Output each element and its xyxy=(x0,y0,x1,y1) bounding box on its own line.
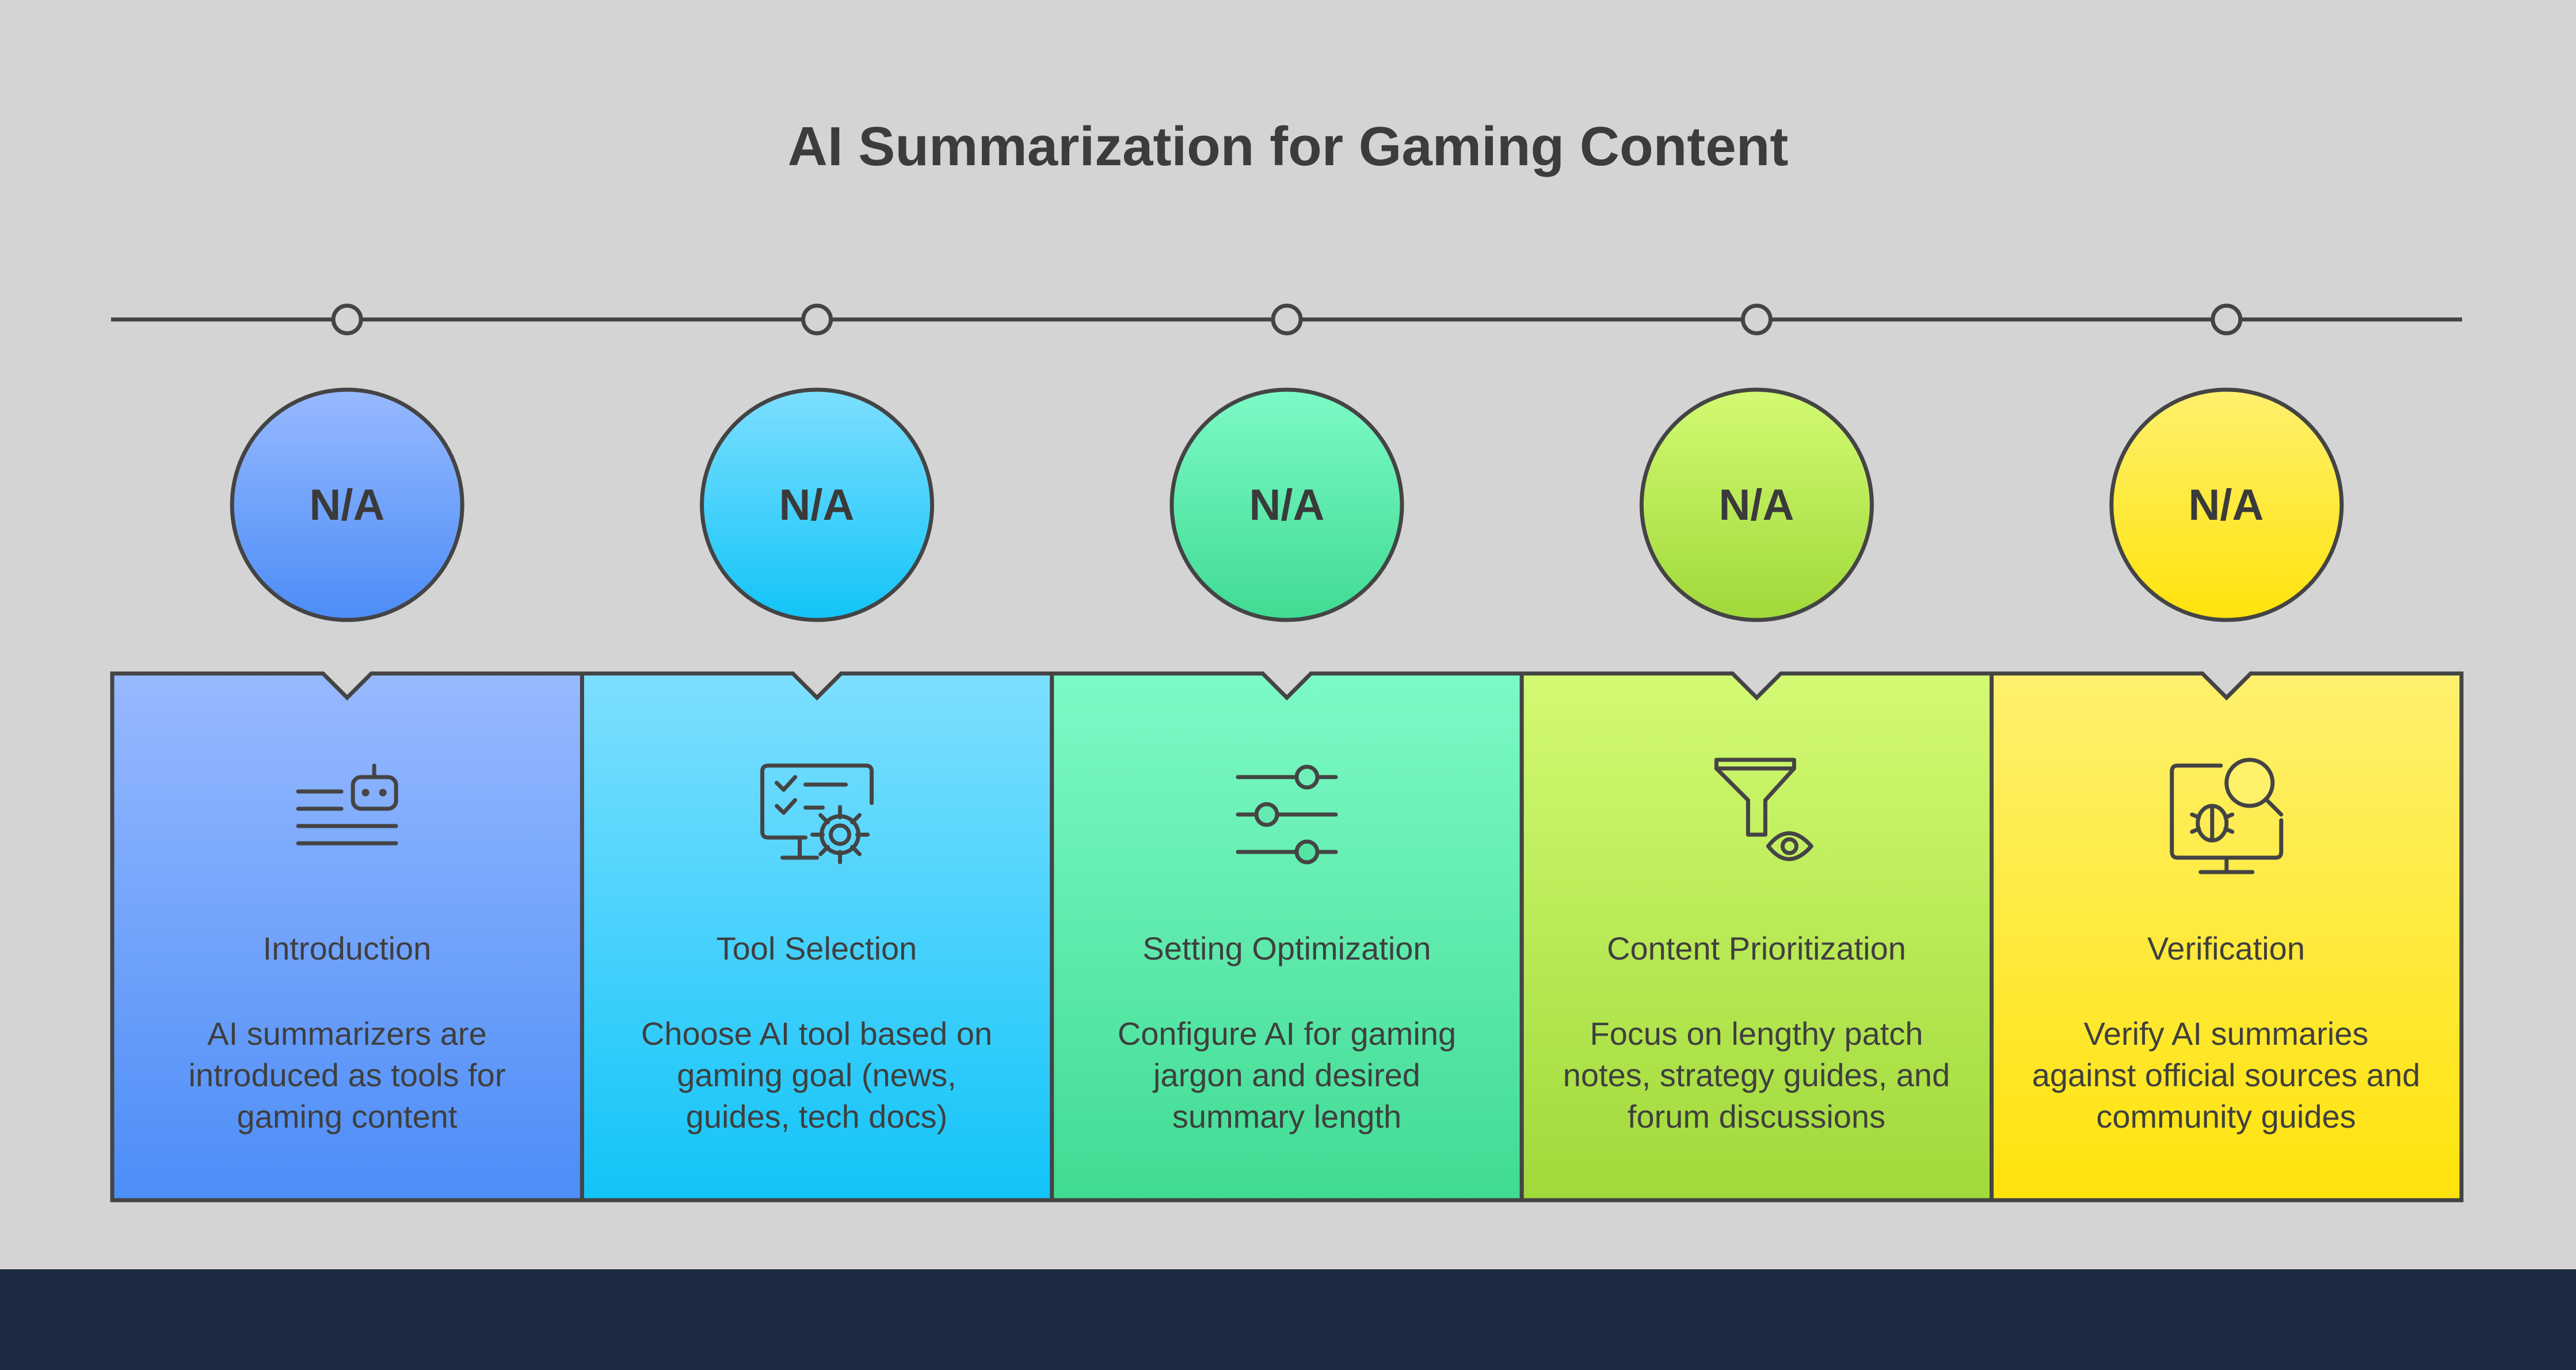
step-2-description: Choose AI tool based on gaming goal (new… xyxy=(641,1015,993,1135)
step-panel xyxy=(580,671,1054,1202)
step-panel xyxy=(1519,671,1994,1202)
step-1-description: AI summarizers are introduced as tools f… xyxy=(188,1015,506,1135)
step-1-title: Introduction xyxy=(262,930,432,966)
timeline-markers xyxy=(331,303,2243,336)
step-2-title: Tool Selection xyxy=(716,930,917,966)
step-badges xyxy=(230,387,2344,622)
funnel-eye-icon xyxy=(1714,758,1813,861)
step-5-title: Verification xyxy=(2147,930,2305,966)
step-badge-circle xyxy=(700,387,935,622)
step-badge-circle xyxy=(1639,387,1874,622)
step-1-badge-label: N/A xyxy=(309,481,385,530)
step-5-description: Verify AI summaries against official sou… xyxy=(2032,1015,2421,1135)
step-panel xyxy=(1990,671,2464,1202)
sliders-icon xyxy=(1236,764,1338,865)
step-badge-circle xyxy=(230,387,464,622)
step-5-badge-label: N/A xyxy=(2188,481,2264,530)
step-4-description: Focus on lengthy patch notes, strategy g… xyxy=(1563,1015,1950,1135)
step-3-title: Setting Optimization xyxy=(1142,930,1431,966)
step-panel xyxy=(110,671,584,1202)
step-badge-circle xyxy=(1169,387,1404,622)
step-3-description: Configure AI for gaming jargon and desir… xyxy=(1117,1015,1457,1135)
timeline-marker xyxy=(801,303,833,336)
step-2-badge-label: N/A xyxy=(779,481,855,530)
text-lines-robot-icon xyxy=(296,763,398,846)
step-panels xyxy=(110,671,2464,1202)
timeline-marker xyxy=(1271,303,1303,336)
page-title: AI Summarization for Gaming Content xyxy=(787,116,1789,177)
timeline-marker xyxy=(1740,303,1773,336)
step-4-title: Content Prioritization xyxy=(1607,930,1906,966)
step-4-badge-label: N/A xyxy=(1718,481,1794,530)
step-panel xyxy=(1050,671,1524,1202)
monitor-bug-search-icon xyxy=(2170,758,2284,874)
step-icons xyxy=(296,758,2284,874)
timeline-marker xyxy=(2211,303,2243,336)
footer-bar xyxy=(0,1269,2576,1370)
checklist-gear-icon xyxy=(760,763,874,865)
step-badge-circle xyxy=(2109,387,2344,622)
step-3-badge-label: N/A xyxy=(1249,481,1325,530)
timeline-marker xyxy=(331,303,363,336)
